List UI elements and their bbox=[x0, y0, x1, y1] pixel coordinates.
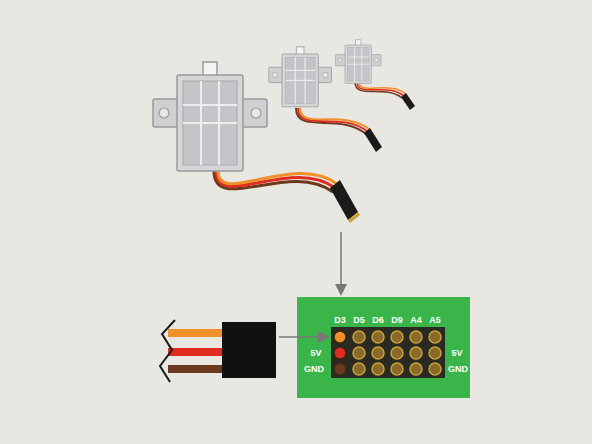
shield-board bbox=[297, 297, 470, 398]
header-pin bbox=[353, 363, 365, 375]
pin-label: D5 bbox=[353, 316, 365, 325]
header-pin bbox=[334, 347, 346, 359]
pin-label: D3 bbox=[334, 316, 346, 325]
pin-label: D9 bbox=[391, 316, 403, 325]
header-pin bbox=[391, 347, 403, 359]
down-arrow bbox=[335, 232, 347, 296]
servo-large bbox=[153, 62, 360, 223]
header-pin bbox=[372, 363, 384, 375]
header-pin bbox=[372, 347, 384, 359]
header-pin bbox=[410, 363, 422, 375]
header-pin bbox=[429, 347, 441, 359]
header-pin bbox=[334, 363, 346, 375]
pin-label: 5V bbox=[310, 349, 321, 358]
header-pin bbox=[410, 331, 422, 343]
pin-label: D6 bbox=[372, 316, 384, 325]
header-pin bbox=[429, 331, 441, 343]
header-pin bbox=[429, 363, 441, 375]
header-pin bbox=[372, 331, 384, 343]
pin-label: A4 bbox=[410, 316, 422, 325]
header-pin bbox=[334, 331, 346, 343]
servo-small bbox=[335, 40, 415, 110]
pin-label: 5V bbox=[451, 349, 462, 358]
header-pin bbox=[410, 347, 422, 359]
header-pin bbox=[391, 331, 403, 343]
header-pin bbox=[391, 363, 403, 375]
servo-plug bbox=[160, 320, 330, 382]
pin-label: A5 bbox=[429, 316, 441, 325]
pin-label: GND bbox=[304, 365, 324, 374]
header-pin bbox=[353, 331, 365, 343]
pin-label: GND bbox=[448, 365, 468, 374]
header-pin bbox=[353, 347, 365, 359]
